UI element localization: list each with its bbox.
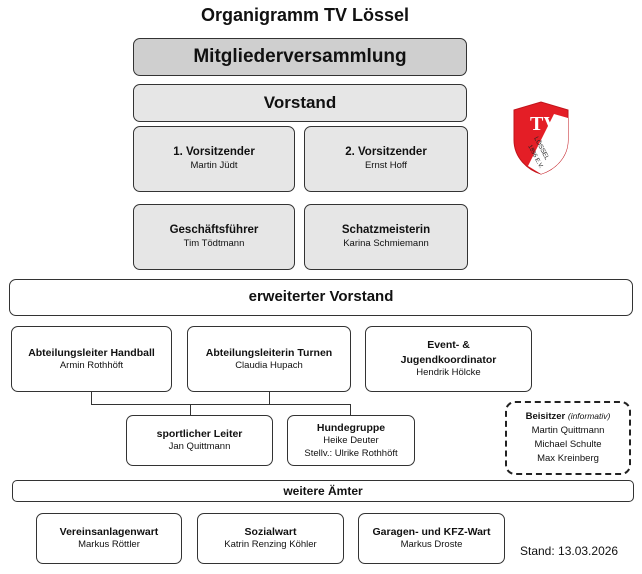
beisitzer-label: Beisitzer — [525, 411, 566, 423]
club-crest-icon: TV LÖSSEL 1896 E.V. — [513, 101, 569, 175]
sub-unit-role: Hundegruppe — [316, 421, 386, 434]
department-name: Hendrik Hölcke — [416, 366, 481, 378]
connector-line — [269, 392, 270, 404]
assembly-box: Mitgliederversammlung — [133, 38, 467, 76]
further-offices-label: weitere Ämter — [283, 483, 363, 498]
club-logo: TV LÖSSEL 1896 E.V. — [510, 100, 572, 176]
office-role: Vereinsanlagenwart — [59, 526, 159, 538]
board-member-name: Martin Jüdt — [190, 160, 238, 172]
stand-date: Stand: 13.03.2026 — [520, 544, 619, 558]
sub-unit-deputy: Stellv.: Ulrike Rothhöft — [304, 447, 398, 459]
sub-unit-role: sportlicher Leiter — [156, 428, 243, 440]
assembly-label: Mitgliederversammlung — [193, 46, 407, 68]
board-box: Vorstand — [133, 84, 467, 122]
board-label: Vorstand — [263, 92, 337, 112]
beisitzer-name: Michael Schulte — [534, 439, 602, 450]
board-member-name: Ernst Hoff — [364, 160, 408, 172]
further-offices-box: weitere Ämter — [12, 480, 634, 502]
department-box: Abteilungsleiterin Turnen Claudia Hupach — [187, 326, 351, 392]
department-name: Armin Rothhöft — [59, 359, 124, 371]
department-box: Abteilungsleiter Handball Armin Rothhöft — [11, 326, 172, 392]
connector-line — [350, 404, 351, 415]
board-member-name: Karina Schmiemann — [343, 238, 429, 250]
board-member-role: Geschäftsführer — [169, 223, 259, 236]
department-role: Abteilungsleiterin Turnen — [205, 346, 333, 359]
department-role: Abteilungsleiter Handball — [28, 346, 155, 359]
extended-board-label: erweiterter Vorstand — [248, 288, 394, 306]
office-box: Sozialwart Katrin Renzing Köhler — [197, 513, 344, 564]
connector-line — [269, 404, 351, 405]
connector-line — [91, 392, 92, 404]
beisitzer-box: Beisitzer (informativ) Martin Quittmann … — [505, 401, 631, 475]
svg-text:TV: TV — [530, 113, 558, 135]
sub-unit-box: sportlicher Leiter Jan Quittmann — [126, 415, 273, 466]
connector-line — [190, 404, 191, 415]
board-member-role: 2. Vorsitzender — [345, 145, 427, 158]
board-member-box: 2. Vorsitzender Ernst Hoff — [304, 126, 468, 192]
board-member-role: 1. Vorsitzender — [173, 145, 255, 158]
sub-unit-name: Heike Deuter — [323, 434, 379, 446]
board-member-role: Schatzmeisterin — [341, 223, 431, 236]
beisitzer-heading: Beisitzer (informativ) — [526, 410, 611, 424]
department-box: Event- & Jugendkoordinator Hendrik Hölck… — [365, 326, 532, 392]
board-member-name: Tim Tödtmann — [183, 238, 245, 250]
beisitzer-name: Max Kreinberg — [537, 452, 599, 464]
office-name: Katrin Renzing Köhler — [224, 539, 317, 551]
office-name: Markus Röttler — [78, 539, 140, 551]
department-role: Jugendkoordinator — [400, 353, 497, 366]
office-role: Garagen- und KFZ-Wart — [372, 526, 491, 538]
office-name: Markus Droste — [400, 539, 463, 551]
beisitzer-note: (informativ) — [567, 411, 611, 422]
sub-unit-box: Hundegruppe Heike Deuter Stellv.: Ulrike… — [287, 415, 415, 466]
office-box: Vereinsanlagenwart Markus Röttler — [36, 513, 182, 564]
beisitzer-name: Martin Quittmann — [531, 425, 605, 437]
office-role: Sozialwart — [244, 526, 297, 538]
page-title: Organigramm TV Lössel — [200, 5, 410, 25]
connector-line — [91, 404, 269, 405]
board-member-box: 1. Vorsitzender Martin Jüdt — [133, 126, 295, 192]
board-member-box: Geschäftsführer Tim Tödtmann — [133, 204, 295, 270]
department-role: Event- & — [427, 339, 470, 352]
department-name: Claudia Hupach — [235, 359, 303, 371]
sub-unit-name: Jan Quittmann — [168, 441, 231, 453]
office-box: Garagen- und KFZ-Wart Markus Droste — [358, 513, 505, 564]
extended-board-box: erweiterter Vorstand — [9, 279, 633, 316]
board-member-box: Schatzmeisterin Karina Schmiemann — [304, 204, 468, 270]
